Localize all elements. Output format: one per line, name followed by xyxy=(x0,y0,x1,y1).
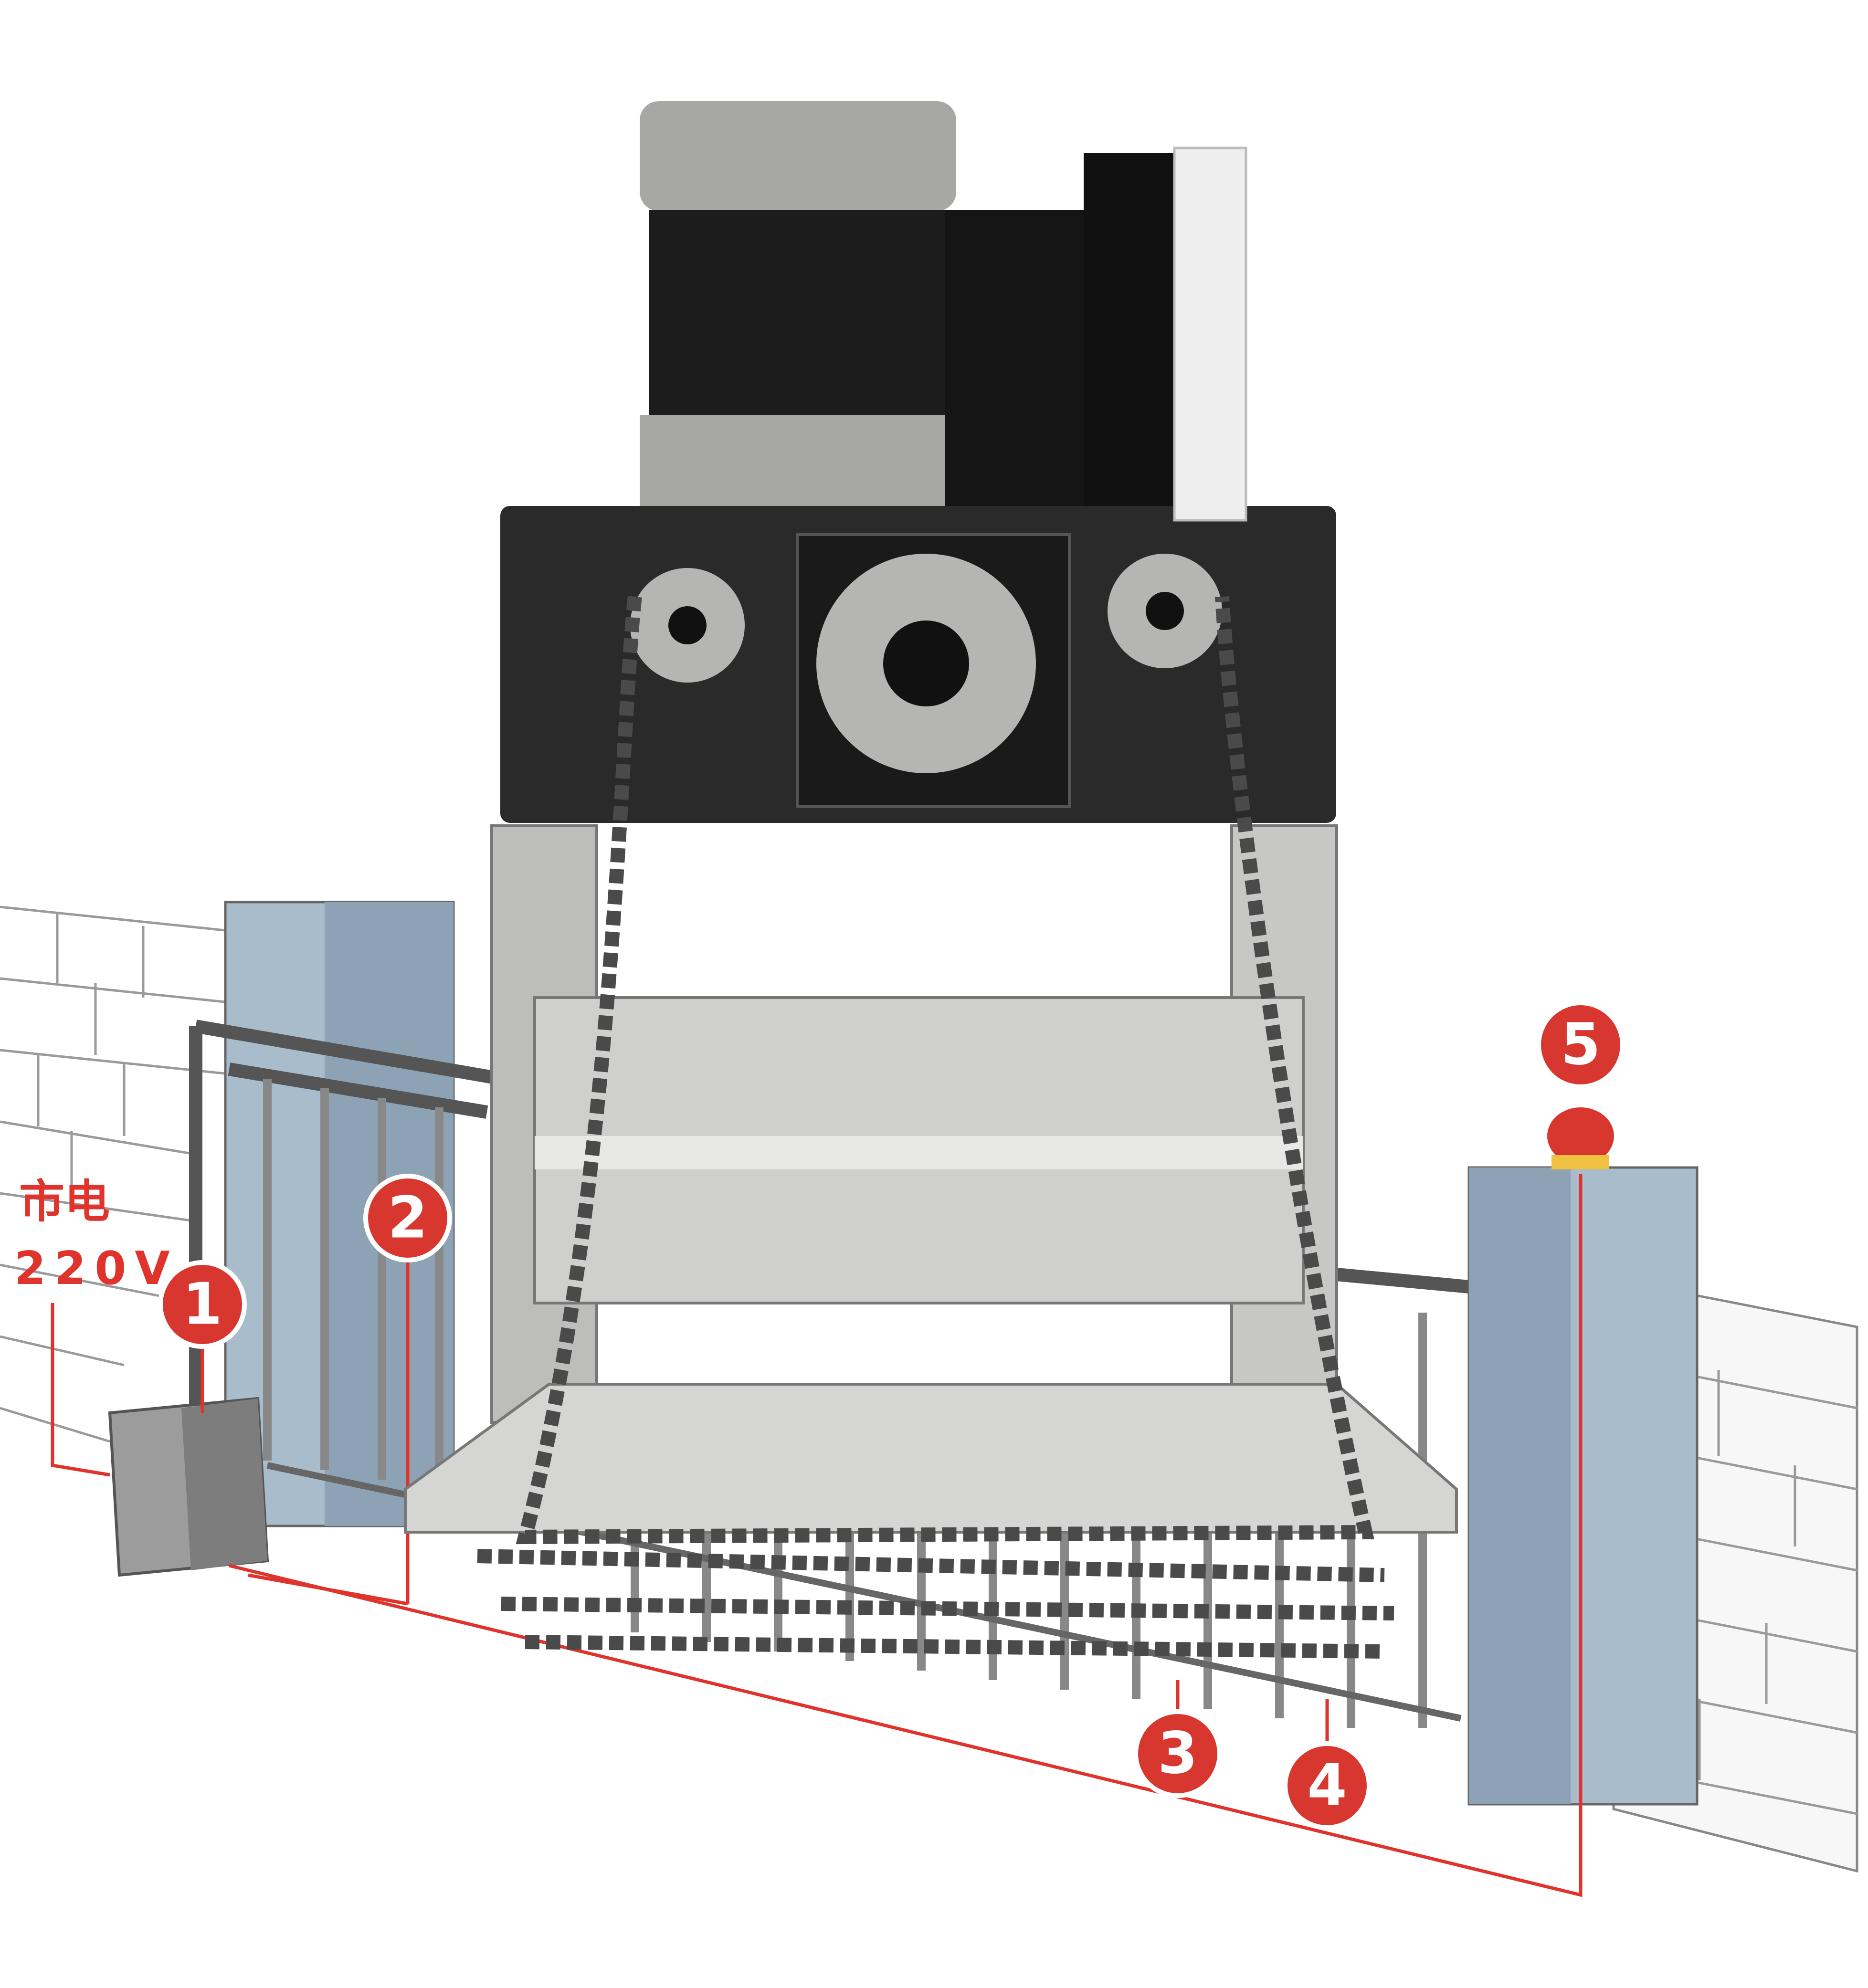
marker-2: 2 xyxy=(363,1174,452,1262)
right-gate-pillar xyxy=(1467,1166,1699,1806)
marker-3: 3 xyxy=(1133,1709,1222,1798)
marker-3-number: 3 xyxy=(1158,1721,1198,1787)
marker-5: 5 xyxy=(1536,1000,1625,1089)
marker-1: 1 xyxy=(158,1260,247,1349)
drive-chain xyxy=(477,596,1394,1659)
marker-4-number: 4 xyxy=(1307,1753,1347,1819)
gate-motor-box xyxy=(108,1397,269,1577)
gearbox-body xyxy=(500,506,1336,823)
marker-2-number: 2 xyxy=(388,1185,428,1252)
left-brick-wall xyxy=(0,905,230,1443)
marker-5-number: 5 xyxy=(1561,1012,1601,1078)
mounting-bracket xyxy=(404,824,1458,1534)
wiring xyxy=(51,1174,1583,1897)
electric-motor xyxy=(640,101,1247,522)
voltage-label: 220V xyxy=(14,1242,179,1295)
warning-lamp xyxy=(1547,1107,1614,1169)
mains-power-label: 市电 xyxy=(19,1176,110,1228)
marker-4: 4 xyxy=(1283,1741,1372,1830)
marker-1-number: 1 xyxy=(182,1272,222,1338)
